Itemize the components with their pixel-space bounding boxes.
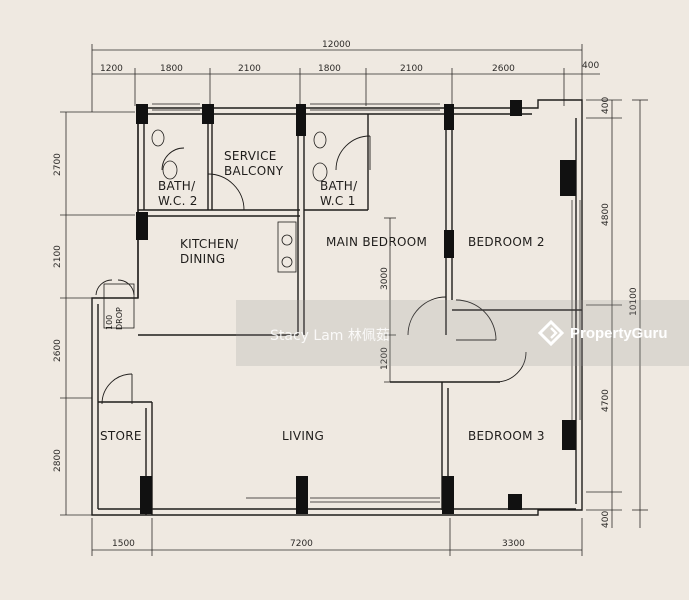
dim-top-2: 1800 [160, 64, 183, 74]
label-refuse-1: 100 [105, 315, 114, 330]
label-bath2-2: W.C. 2 [158, 194, 198, 208]
dim-right-total: 10100 [629, 287, 639, 316]
propertyguru-logo: PropertyGuru [538, 320, 668, 346]
dim-bottom-2: 7200 [290, 539, 313, 549]
dim-left-1: 2700 [53, 153, 63, 176]
watermark-text: Stacy Lam 林佩茹 [270, 328, 390, 344]
dim-top-4: 1800 [318, 64, 341, 74]
dimension-lines [60, 44, 648, 556]
windows [152, 103, 581, 503]
dim-top-5: 2100 [400, 64, 423, 74]
dim-inner-2: 1200 [380, 347, 390, 370]
label-main-bedroom: MAIN BEDROOM [326, 235, 427, 249]
dim-right-2: 4800 [601, 203, 611, 226]
columns [136, 100, 576, 514]
label-living: LIVING [282, 429, 324, 443]
watermark-band [236, 300, 689, 366]
toilet-1 [313, 131, 327, 149]
dim-top-total: 12000 [322, 40, 351, 50]
label-bath2-1: BATH/ [158, 179, 196, 193]
dim-top-right: 400 [582, 61, 599, 71]
label-service-balcony-1: SERVICE [224, 149, 277, 163]
label-bath1-2: W.C 1 [320, 194, 356, 208]
kitchen-sink [277, 221, 297, 273]
label-kitchen-1: KITCHEN/ [180, 237, 239, 251]
dim-top-6: 2600 [492, 64, 515, 74]
dim-top-1: 1200 [100, 64, 123, 74]
dim-right-4: 400 [601, 511, 611, 528]
dimension-labels: 12000 1200 1800 2100 1800 2100 2600 400 … [53, 40, 639, 549]
label-service-balcony-2: BALCONY [224, 164, 284, 178]
basin-2 [162, 160, 178, 180]
label-bedroom-3: BEDROOM 3 [468, 429, 545, 443]
dim-right-1: 400 [601, 97, 611, 114]
dim-bottom-3: 3300 [502, 539, 525, 549]
basin-1 [312, 162, 328, 182]
propertyguru-diamond-icon [538, 320, 564, 346]
label-bath1-1: BATH/ [320, 179, 358, 193]
dim-top-3: 2100 [238, 64, 261, 74]
refuse-chute [103, 283, 135, 329]
dim-right-3: 4700 [601, 389, 611, 412]
fixtures [103, 129, 328, 329]
dim-left-4: 2800 [53, 449, 63, 472]
propertyguru-brand: PropertyGuru [570, 324, 668, 342]
dim-bottom-1: 1500 [112, 539, 135, 549]
dim-left-3: 2600 [53, 339, 63, 362]
dim-left-2: 2100 [53, 245, 63, 268]
toilet-2 [151, 129, 165, 147]
room-labels: SERVICE BALCONY BATH/ W.C. 2 BATH/ W.C 1… [100, 149, 545, 443]
dim-inner-1: 3000 [380, 267, 390, 290]
label-bedroom-2: BEDROOM 2 [468, 235, 545, 249]
label-store: STORE [100, 429, 142, 443]
label-refuse-2: DROP [115, 307, 124, 330]
label-kitchen-2: DINING [180, 252, 225, 266]
doors [95, 135, 527, 405]
